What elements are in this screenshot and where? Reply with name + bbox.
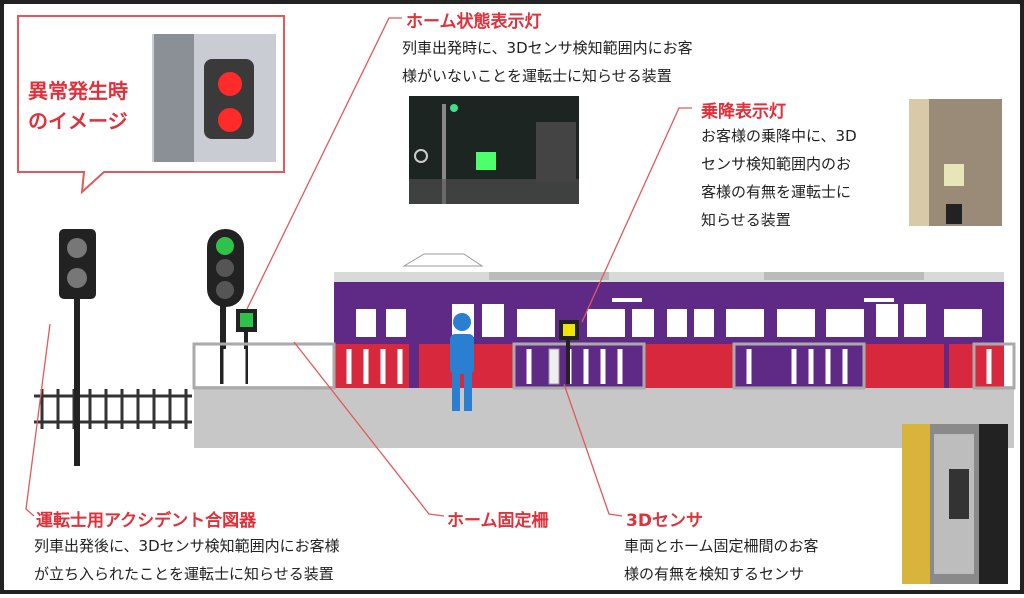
boarding-light-title: 乗降表示灯 xyxy=(701,102,786,122)
boarding-light-device xyxy=(559,320,579,384)
home-status-light-photo xyxy=(409,96,579,204)
home-status-light-title: ホーム状態表示灯 xyxy=(406,12,542,32)
3d-sensor-photo xyxy=(902,424,1008,584)
passenger-figure xyxy=(450,313,474,411)
abnormal-photo xyxy=(152,34,276,162)
home-status-light-device xyxy=(236,309,257,384)
3d-sensor-post xyxy=(548,348,560,385)
desc-line: 客様の有無を運転士に xyxy=(701,183,852,201)
desc-line: 知らせる装置 xyxy=(701,211,791,229)
abnormal-image-label: 異常発生時 のイメージ xyxy=(28,76,128,136)
platform-fence xyxy=(192,342,1016,390)
desc-line: 様の有無を検知するセンサ xyxy=(624,565,805,583)
abnormal-label-line2: のイメージ xyxy=(28,109,128,133)
railway-track xyxy=(34,389,192,429)
desc-line: お客様の乗降中に、3D xyxy=(701,127,857,145)
home-status-light-desc: 列車出発時に、3Dセンサ検知範囲内にお客 様がいないことを運転士に知らせる装置 xyxy=(402,34,693,90)
platform xyxy=(194,386,1014,448)
desc-line: が立ち入られたことを運転士に知らせる装置 xyxy=(34,565,334,583)
illustration xyxy=(17,15,1016,584)
desc-line: 列車出発時に、3Dセンサ検知範囲内にお客 xyxy=(402,39,693,57)
platform-fence-title: ホーム固定柵 xyxy=(447,511,549,531)
3d-sensor-title: 3Dセンサ xyxy=(626,511,703,531)
accident-signal-device xyxy=(59,229,96,466)
desc-line: 列車出発後に、3Dセンサ検知範囲内にお客様 xyxy=(34,537,340,555)
train xyxy=(334,253,1004,388)
railway-signal xyxy=(207,229,244,384)
boarding-light-desc: お客様の乗降中に、3D センサ検知範囲内のお 客様の有無を運転士に 知らせる装置 xyxy=(701,122,857,234)
abnormal-label-line1: 異常発生時 xyxy=(28,79,128,103)
desc-line: 車両とホーム固定柵間のお客 xyxy=(624,537,819,555)
accident-signal-title: 運転士用アクシデント合図器 xyxy=(36,511,257,531)
boarding-light-photo xyxy=(909,99,1002,226)
desc-line: センサ検知範囲内のお xyxy=(701,155,852,173)
desc-line: 様がいないことを運転士に知らせる装置 xyxy=(402,67,672,85)
3d-sensor-desc: 車両とホーム固定柵間のお客 様の有無を検知するセンサ xyxy=(624,532,819,588)
accident-signal-desc: 列車出発後に、3Dセンサ検知範囲内にお客様 が立ち入られたことを運転士に知らせる… xyxy=(34,532,340,588)
